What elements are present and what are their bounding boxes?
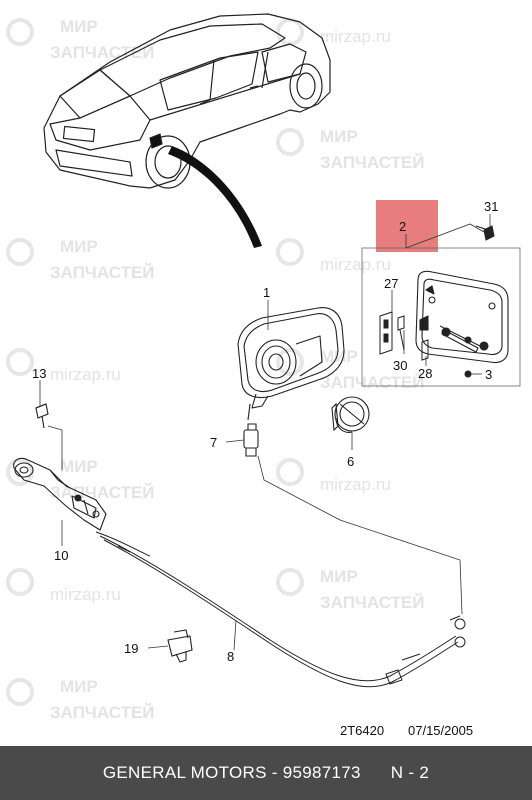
callout-8: 8	[227, 649, 234, 664]
svg-text:МИР: МИР	[320, 567, 358, 586]
watermark-logo: МИР ЗАПЧАСТЕЙ	[6, 17, 155, 62]
svg-text:МИР: МИР	[60, 457, 98, 476]
watermark-logo: mirzap.ru	[6, 568, 121, 604]
watermark-logo: mirzap.ru	[276, 458, 391, 494]
screw-31	[475, 225, 495, 241]
fuel-door-panel	[415, 270, 509, 364]
watermark-logo: mirzap.ru	[276, 18, 391, 46]
svg-text:МИР: МИР	[320, 127, 358, 146]
release-lever-assembly	[13, 457, 107, 531]
car-illustration	[43, 13, 331, 189]
svg-text:mirzap.ru: mirzap.ru	[320, 475, 391, 494]
fuel-cap	[331, 396, 370, 433]
svg-text:МИР: МИР	[60, 237, 98, 256]
watermark-group: МИР ЗАПЧАСТЕЙ mirzap.ru МИР ЗАПЧАСТЕЙ МИ…	[6, 17, 425, 722]
highlight-box-part-2	[376, 200, 438, 252]
svg-text:mirzap.ru: mirzap.ru	[320, 255, 391, 274]
bolt-13	[35, 403, 49, 429]
watermark-logo: mirzap.ru	[6, 348, 121, 384]
pointer-arrow	[168, 146, 262, 248]
hinge-bracket	[379, 311, 429, 361]
exploded-parts-diagram: МИР ЗАПЧАСТЕЙ mirzap.ru МИР ЗАПЧАСТЕЙ МИ…	[6, 13, 521, 738]
svg-text:ЗАПЧАСТЕЙ: ЗАПЧАСТЕЙ	[50, 43, 155, 62]
lock-actuator	[243, 423, 259, 457]
svg-text:МИР: МИР	[320, 347, 358, 366]
svg-text:mirzap.ru: mirzap.ru	[50, 365, 121, 384]
callout-28: 28	[418, 366, 432, 381]
callout-labels: 2 31 27 30 28 3 1 7 6 13 10 19 8	[32, 199, 498, 664]
footer-bar: GENERAL MOTORS - 95987173 N - 2	[0, 746, 532, 800]
drawing-code: 2T6420	[340, 723, 384, 738]
drawing-date: 07/15/2005	[408, 723, 473, 738]
callout-31: 31	[484, 199, 498, 214]
footer-part-number: GENERAL MOTORS - 95987173	[102, 763, 361, 782]
watermark-logo: МИР ЗАПЧАСТЕЙ	[276, 567, 425, 612]
callout-10: 10	[54, 548, 68, 563]
callout-30: 30	[393, 358, 407, 373]
svg-text:МИР: МИР	[60, 677, 98, 696]
svg-text:mirzap.ru: mirzap.ru	[320, 27, 391, 46]
callout-6: 6	[347, 454, 354, 469]
watermark-logo: МИР ЗАПЧАСТЕЙ	[6, 677, 155, 722]
watermark-logo: МИР ЗАПЧАСТЕЙ	[276, 127, 425, 172]
svg-text:ЗАПЧАСТЕЙ: ЗАПЧАСТЕЙ	[50, 703, 155, 722]
release-cable	[95, 531, 466, 688]
svg-text:ЗАПЧАСТЕЙ: ЗАПЧАСТЕЙ	[50, 263, 155, 282]
fuel-door-assembly-frame	[361, 247, 521, 387]
cable-clip	[167, 629, 193, 663]
callout-13: 13	[32, 366, 46, 381]
watermark-logo: МИР ЗАПЧАСТЕЙ	[6, 457, 155, 502]
watermark-logo: mirzap.ru	[276, 238, 391, 274]
leader-lines	[39, 214, 491, 651]
svg-text:МИР: МИР	[60, 17, 98, 36]
callout-19: 19	[124, 641, 138, 656]
callout-27: 27	[384, 276, 398, 291]
svg-text:ЗАПЧАСТЕЙ: ЗАПЧАСТЕЙ	[320, 593, 425, 612]
callout-3: 3	[485, 367, 492, 382]
screw-3	[464, 370, 472, 378]
watermark-logo: МИР ЗАПЧАСТЕЙ	[276, 347, 425, 392]
fuel-filler-housing	[237, 307, 345, 421]
footer-page-label: N - 2	[390, 763, 430, 782]
callout-1: 1	[263, 285, 270, 300]
svg-text:ЗАПЧАСТЕЙ: ЗАПЧАСТЕЙ	[320, 153, 425, 172]
watermark-logo: МИР ЗАПЧАСТЕЙ	[6, 237, 155, 282]
callout-2: 2	[399, 219, 406, 234]
callout-7: 7	[210, 435, 217, 450]
svg-text:mirzap.ru: mirzap.ru	[50, 585, 121, 604]
svg-text:ЗАПЧАСТЕЙ: ЗАПЧАСТЕЙ	[320, 373, 425, 392]
